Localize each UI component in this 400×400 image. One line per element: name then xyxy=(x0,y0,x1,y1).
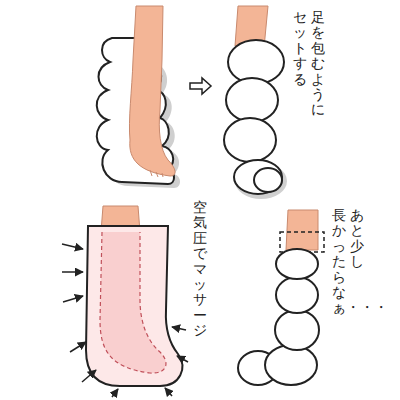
wrapped-panel xyxy=(224,6,287,199)
cuff-lump xyxy=(254,168,282,192)
short-boot-panel xyxy=(238,210,324,385)
boot-lump xyxy=(276,277,318,313)
caption-text: あと少し xyxy=(350,208,364,270)
massage-panel xyxy=(62,206,188,397)
boot-lump xyxy=(276,249,318,279)
boot-lump xyxy=(265,345,317,385)
toe-lines xyxy=(150,170,163,177)
caption-text: セットする xyxy=(293,10,307,87)
caption-text: 足を包むように xyxy=(311,10,325,118)
leg-outline-inside xyxy=(100,232,166,373)
caption-text: 空気圧でマッサージ xyxy=(193,200,207,339)
cuff-lump xyxy=(224,118,276,162)
leg xyxy=(286,210,318,250)
pressure-arrows xyxy=(62,244,188,397)
cuff-lump xyxy=(234,160,282,194)
caption-text: 長かったらなぁ・・・ xyxy=(332,208,346,316)
boot-lump xyxy=(275,310,319,350)
boot xyxy=(86,226,182,386)
open-wrap-panel xyxy=(97,6,180,188)
leg xyxy=(129,6,175,176)
step-arrow xyxy=(190,78,211,94)
cuff-lump xyxy=(226,78,278,122)
